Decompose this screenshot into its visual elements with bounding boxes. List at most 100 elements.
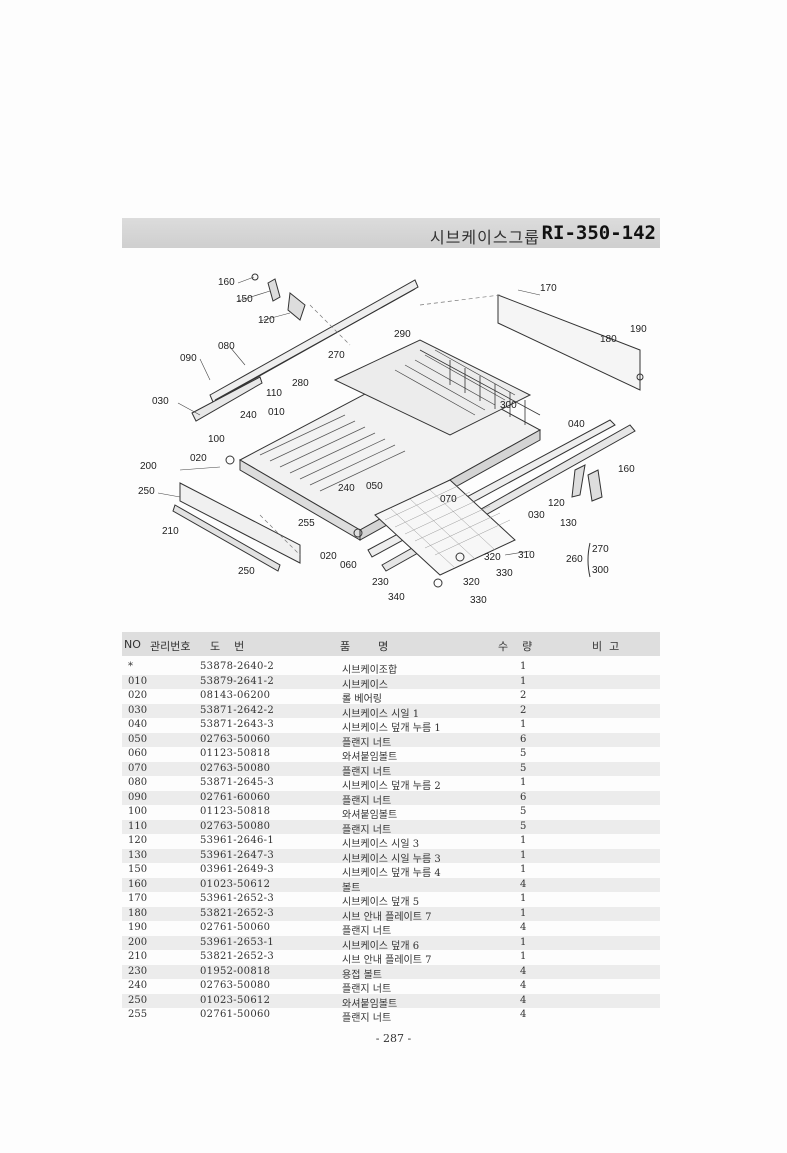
row-qty: 4 [520,922,527,933]
row-drawing: 03961-2649-3 [200,864,274,875]
row-name: 용접 볼트 [342,969,382,981]
row-drawing: 53871-2643-3 [200,719,274,730]
row-no: 230 [128,965,148,977]
header-no: NO [124,638,141,651]
row-qty: 1 [520,777,527,788]
row-qty: 4 [520,980,527,991]
callout-290: 290 [394,329,411,340]
row-drawing: 53871-2645-3 [200,777,274,788]
row-drawing: 53871-2642-2 [200,704,274,716]
row-qty: 1 [520,675,527,687]
header-part-name: 품 명 [340,640,389,653]
row-qty: 1 [520,835,527,846]
row-name: 시브케이스 덮개 6 [342,940,420,952]
row-name: 플랜지 너트 [342,984,392,995]
callout-030b: 030 [528,510,545,521]
group-title: 시브케이스그룹 [429,228,540,247]
callout-330b: 330 [470,595,487,606]
diagram-drawing [157,273,644,588]
row-qty: 1 [520,893,527,904]
row-drawing: 02761-50060 [200,922,271,933]
row-qty: 1 [520,849,527,861]
row-no: 040 [128,719,148,730]
row-no: 190 [128,922,148,933]
row-no: 240 [128,980,148,991]
callout-020b: 020 [320,551,337,562]
callout-120b: 120 [548,498,565,509]
callout-240: 240 [240,410,257,421]
row-no: 020 [128,690,148,701]
row-qty: 1 [520,907,527,919]
row-drawing: 02763-50080 [200,820,271,832]
callout-150: 150 [236,294,253,305]
row-no: 070 [128,762,148,774]
row-name: 시브케이조합 [342,665,398,676]
row-name: 시브케이스 덮개 5 [342,897,420,908]
callout-310: 310 [518,550,535,561]
callout-050: 050 [366,481,383,492]
callout-320b: 320 [463,577,480,588]
callout-010: 010 [268,407,285,418]
callout-180: 180 [600,334,617,345]
row-qty: 5 [520,762,527,774]
callout-260: 260 [566,554,583,565]
row-name: 플랜지 너트 [342,766,392,778]
callout-130: 130 [560,518,577,529]
callout-110: 110 [266,388,282,399]
row-name: 시브케이스 시일 3 [342,839,420,850]
row-name: 플랜지 너트 [342,1013,392,1024]
row-drawing: 53879-2641-2 [200,675,274,687]
row-name: 시브케이스 덮개 누름 2 [342,781,441,792]
row-qty: 5 [520,820,527,832]
row-no: 255 [128,1009,148,1020]
row-name: 플랜지 너트 [342,926,392,937]
callout-040: 040 [568,419,585,430]
row-drawing: 02761-60060 [200,791,271,803]
table-row: 255 02761-50060 플랜지 너트 4 [122,1008,660,1024]
callout-190: 190 [630,324,647,335]
callout-060: 060 [340,560,357,571]
row-no: 030 [128,704,148,716]
row-drawing: 08143-06200 [200,690,271,701]
callout-255: 255 [298,518,315,529]
row-no: 150 [128,864,148,875]
row-name: 플랜지 너트 [342,824,392,836]
row-no: 120 [128,835,148,846]
row-drawing: 02763-50060 [200,733,271,745]
row-drawing: 02761-50060 [200,1009,271,1020]
row-no: 200 [128,936,148,948]
row-name: 시브케이스 [342,679,388,691]
title-bar: 시브케이스그룹 RI-350-142 [122,218,660,248]
row-qty: 1 [520,864,527,875]
row-qty: 1 [520,719,527,730]
callout-270b: 270 [592,544,609,555]
callout-280: 280 [292,378,309,389]
row-drawing: 53961-2647-3 [200,849,274,861]
row-drawing: 01123-50818 [200,748,271,759]
callout-230: 230 [372,577,389,588]
row-no: 090 [128,791,148,803]
callout-200: 200 [140,461,157,472]
row-qty: 1 [520,661,527,672]
row-no: 050 [128,733,148,745]
row-drawing: 53961-2653-1 [200,936,274,948]
row-drawing: 53878-2640-2 [200,661,274,672]
callout-320: 320 [484,552,501,563]
row-name: 시브케이스 시일 누름 3 [342,853,441,865]
callout-030: 030 [152,396,169,407]
row-qty: 4 [520,1009,527,1020]
row-qty: 2 [520,704,527,716]
